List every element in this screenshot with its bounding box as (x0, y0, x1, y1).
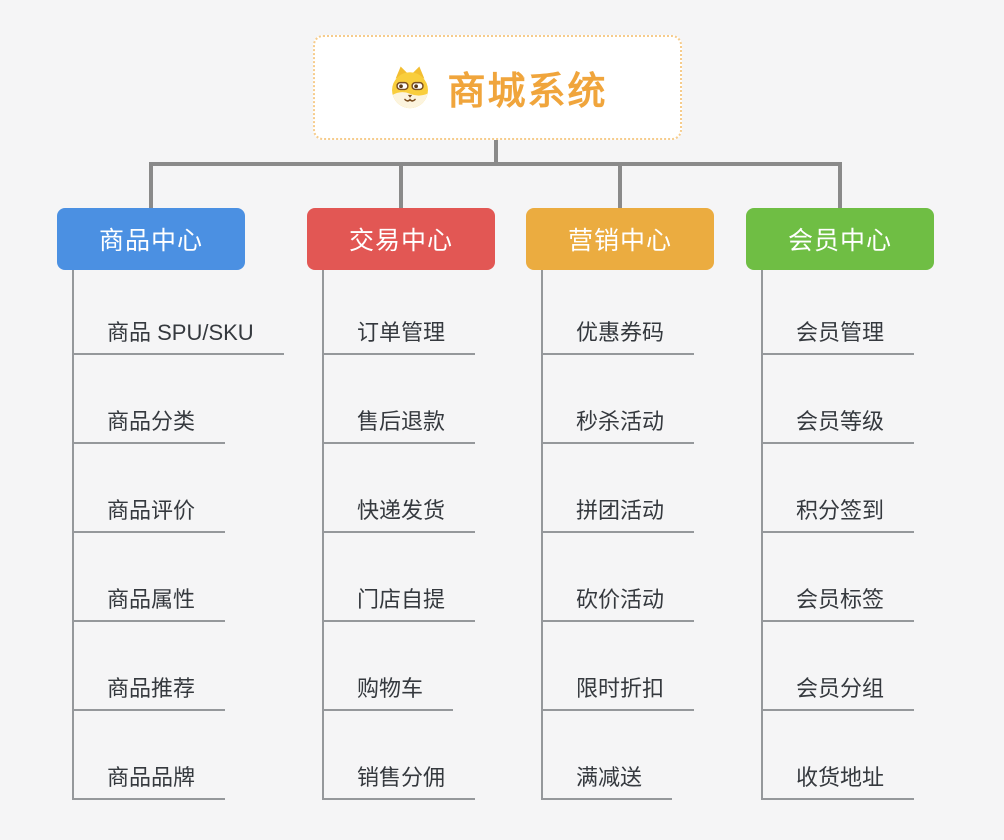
child-topic[interactable]: 商品 SPU/SKU (72, 321, 284, 355)
child-topic[interactable]: 秒杀活动 (541, 410, 695, 444)
child-topic[interactable]: 满减送 (541, 766, 673, 800)
child-topic[interactable]: 销售分佣 (322, 766, 476, 800)
branch-topic-member-center[interactable]: 会员中心 (746, 208, 934, 270)
child-trunk-marketing-center (541, 270, 543, 800)
child-trunk-member-center (761, 270, 763, 800)
branch-topic-trade-center[interactable]: 交易中心 (307, 208, 495, 270)
child-topic[interactable]: 砍价活动 (541, 588, 695, 622)
dog-face-icon (387, 65, 433, 111)
child-topic[interactable]: 商品评价 (72, 499, 226, 533)
child-topic[interactable]: 售后退款 (322, 410, 476, 444)
child-topic[interactable]: 会员管理 (761, 321, 915, 355)
child-topic[interactable]: 拼团活动 (541, 499, 695, 533)
child-topic[interactable]: 收货地址 (761, 766, 915, 800)
child-topic[interactable]: 快递发货 (322, 499, 476, 533)
child-topic[interactable]: 会员分组 (761, 677, 915, 711)
connector-drop-marketing-center (618, 162, 622, 208)
connector-drop-trade-center (399, 162, 403, 208)
root-title: 商城系统 (447, 71, 608, 113)
child-trunk-product-center (72, 270, 74, 800)
connector-horizontal-rail (149, 162, 842, 166)
child-topic[interactable]: 商品分类 (72, 410, 226, 444)
connector-drop-member-center (838, 162, 842, 208)
connector-drop-product-center (149, 162, 153, 208)
child-topic[interactable]: 限时折扣 (541, 677, 695, 711)
child-topic[interactable]: 商品属性 (72, 588, 226, 622)
child-topic[interactable]: 优惠券码 (541, 321, 695, 355)
child-topic[interactable]: 购物车 (322, 677, 454, 711)
branch-topic-product-center[interactable]: 商品中心 (57, 208, 245, 270)
child-topic[interactable]: 商品推荐 (72, 677, 226, 711)
child-topic[interactable]: 门店自提 (322, 588, 476, 622)
root-topic[interactable]: 商城系统 (313, 35, 682, 140)
child-topic[interactable]: 会员标签 (761, 588, 915, 622)
child-topic[interactable]: 商品品牌 (72, 766, 226, 800)
branch-topic-marketing-center[interactable]: 营销中心 (526, 208, 714, 270)
child-topic[interactable]: 会员等级 (761, 410, 915, 444)
child-topic[interactable]: 积分签到 (761, 499, 915, 533)
connector-root-trunk (494, 140, 498, 166)
child-trunk-trade-center (322, 270, 324, 800)
child-topic[interactable]: 订单管理 (322, 321, 476, 355)
